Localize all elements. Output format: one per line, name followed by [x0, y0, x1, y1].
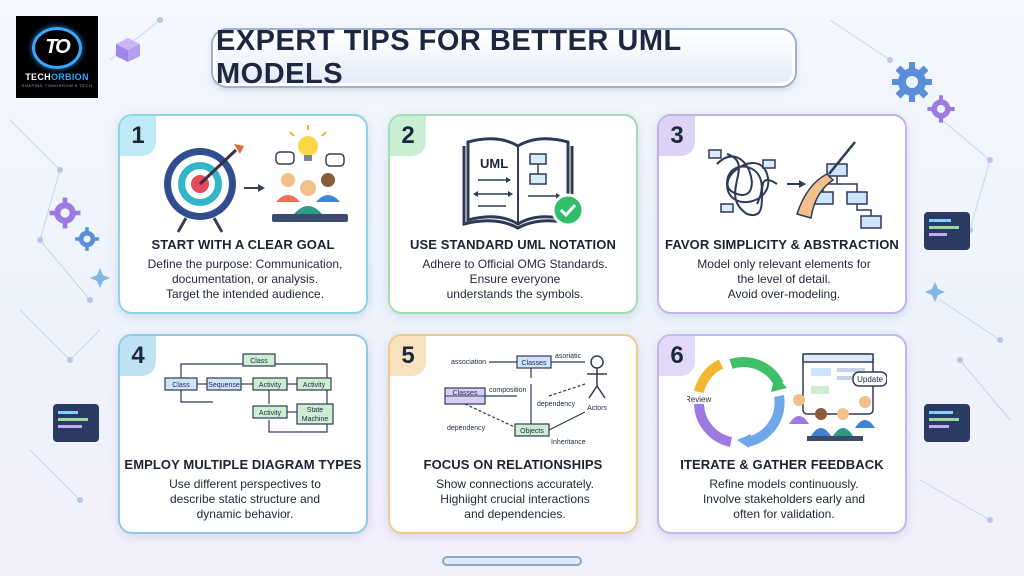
class-label: Class [172, 382, 190, 389]
diagram-flow-icon: Class Class Sequense Activity Activity A… [164, 353, 334, 433]
tip-line: Use different perspectives to [169, 477, 321, 491]
tip-heading: ITERATE & GATHER FEEDBACK [680, 457, 884, 472]
tip-card-6: 6 Review Update ITERATE & GATHER FEEDBAC… [657, 334, 907, 534]
state-label: State [307, 407, 323, 414]
gear-left-icon [49, 197, 81, 229]
tip-line: Refine models continuously. [709, 477, 859, 491]
logo-mark: TO [32, 26, 82, 69]
tip-number: 5 [390, 336, 426, 376]
tip-line: documentation, or analysis. [171, 272, 319, 286]
tip-card-1: 1 START WITH A CLEAR GOAL Define the pur… [118, 114, 368, 314]
class-label: Class [250, 358, 268, 365]
composition-label: composition [489, 387, 526, 394]
tip-line: Adhere to Official OMG Standards. [422, 257, 608, 271]
tip-number: 6 [659, 336, 695, 376]
untangle-icon [708, 141, 882, 229]
asoriatic-label: asoriatic [555, 353, 582, 360]
sequence-label: Sequense [208, 382, 240, 389]
gear-icon [892, 62, 932, 102]
tip-body: Adhere to Official OMG Standards. Ensure… [396, 257, 634, 302]
tip-number: 1 [120, 116, 156, 156]
actors-label: Actors [587, 405, 607, 412]
review-label: Review [687, 395, 711, 404]
logo-tagline: SHAPING TOMORROW'S TECH [21, 82, 93, 88]
book-uml-label: UML [480, 156, 508, 171]
tip-heading: START WITH A CLEAR GOAL [151, 237, 335, 252]
logo-name-part1: TECH [25, 71, 51, 82]
update-label: Update [857, 375, 883, 384]
page-title: EXPERT TIPS FOR BETTER UML MODELS [216, 25, 682, 90]
tip-body: Show connections accurately. Highiight c… [396, 477, 634, 522]
tip-heading: EMPLOY MULTIPLE DIAGRAM TYPES [124, 457, 362, 472]
dependency-label: dependency [537, 401, 576, 408]
relationship-diagram-icon: Classes association asoriatic Classes co… [444, 353, 607, 446]
cube-icon [116, 38, 140, 62]
techorbion-logo: TO TECHORBION SHAPING TOMORROW'S TECH [16, 16, 98, 98]
logo-name-part2: ORBION [50, 71, 89, 82]
tip-line: Involve stakeholders early and [702, 492, 866, 506]
logo-name: TECHORBION [25, 72, 89, 82]
association-label: association [451, 359, 486, 366]
tip-line: the level of detail. [737, 272, 831, 286]
uml-book-icon: UML [462, 137, 585, 230]
tip-line: Model only relevant elements for [697, 257, 871, 271]
tip-body: Define the purpose: Communication, docum… [126, 257, 364, 302]
gear-left-small-icon [75, 227, 99, 251]
tip-line: often for validation. [733, 507, 835, 521]
tip-line: Avoid over-modeling. [727, 287, 841, 301]
tip-card-5: 5 Classes association asoriatic Classes … [388, 334, 638, 534]
tip-card-2: 2 UML USE STANDARD UML NOTATION Adhere t… [388, 114, 638, 314]
tip-heading: FOCUS ON RELATIONSHIPS [423, 457, 603, 472]
classes-label: Classes [522, 360, 547, 367]
tip-line: Show connections accurately. [436, 477, 594, 491]
tip-line: understands the symbols. [446, 287, 584, 301]
tip-body: Model only relevant elements for the lev… [665, 257, 903, 302]
objects-label: Objects [520, 428, 544, 435]
tip-line: and dependencies. [464, 507, 566, 521]
tip-line: Define the purpose: Communication, [147, 257, 343, 271]
tip-line: describe static structure and [169, 492, 321, 506]
inheritance-label: Inheritance [551, 439, 586, 446]
tip-number: 4 [120, 336, 156, 376]
activity-label: Activity [259, 382, 282, 389]
tip-heading: FAVOR SIMPLICITY & ABSTRACTION [665, 237, 899, 252]
bottom-decoration-bar [442, 556, 582, 566]
tip-line: Target the intended audience. [165, 287, 325, 301]
tip-line: Ensure everyone [469, 272, 561, 286]
tip-card-3: 3 FAVOR SIMPLICITY & ABSTRACTION Model o… [657, 114, 907, 314]
tip-number: 2 [390, 116, 426, 156]
tip-body: Use different perspectives to describe s… [126, 477, 364, 522]
activity-label: Activity [303, 382, 326, 389]
machine-label: Machine [302, 416, 329, 423]
tip-line: dynamic behavior. [196, 507, 294, 521]
tip-line: Highiight crucial interactions [440, 492, 590, 506]
dependency-label: dependency [447, 425, 486, 432]
tip-card-4: 4 Class Class Sequense Activity Activity… [118, 334, 368, 534]
target-team-icon [164, 125, 348, 233]
tip-body: Refine models continuously. Involve stak… [665, 477, 903, 522]
tip-number: 3 [659, 116, 695, 156]
tip-heading: USE STANDARD UML NOTATION [410, 237, 616, 252]
iteration-cycle-icon: Review Update [687, 353, 887, 448]
activity-label: Activity [259, 410, 282, 417]
title-banner: EXPERT TIPS FOR BETTER UML MODELS [213, 25, 795, 90]
gear-small-icon [927, 95, 955, 123]
classes-label: Classes [453, 390, 478, 397]
